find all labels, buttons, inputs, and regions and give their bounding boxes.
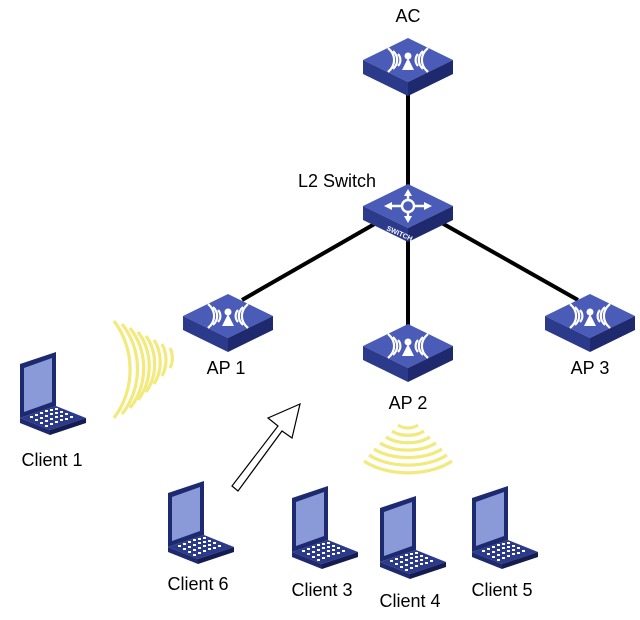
laptop-icon: [380, 496, 446, 579]
roaming-arrow: [231, 402, 301, 492]
switch-device[interactable]: SWITCH L2 Switch: [298, 171, 453, 243]
ap1-device[interactable]: AP 1: [181, 292, 275, 378]
client-4[interactable]: Client 4: [379, 496, 446, 611]
access-point-icon: [543, 292, 637, 354]
laptop-icon: [292, 486, 358, 569]
laptop-icon: [20, 352, 86, 435]
switch-label: L2 Switch: [298, 171, 376, 191]
client-6[interactable]: Client 6: [167, 481, 234, 594]
client-3[interactable]: Client 3: [291, 486, 358, 600]
client-label: Client 5: [471, 580, 532, 600]
access-point-icon: [181, 292, 275, 354]
client-1[interactable]: Client 1: [20, 352, 86, 470]
client-5[interactable]: Client 5: [471, 486, 538, 600]
wireless-controller-icon: [361, 36, 455, 98]
ap1-label: AP 1: [207, 358, 246, 378]
client-label: Client 3: [291, 580, 352, 600]
laptop-icon: [472, 486, 538, 569]
link-switch-ap3: [439, 220, 579, 302]
client-label: Client 6: [167, 574, 228, 594]
ap3-label: AP 3: [571, 358, 610, 378]
link-switch-ap1: [241, 220, 379, 302]
client-label: Client 4: [379, 591, 440, 611]
ap2-device[interactable]: AP 2: [361, 322, 455, 413]
ac-device[interactable]: AC: [361, 6, 455, 98]
ac-label: AC: [395, 6, 420, 26]
ap2-label: AP 2: [389, 393, 428, 413]
access-point-icon: [361, 322, 455, 384]
ap2-signal-waves: [363, 423, 453, 475]
switch-icon: SWITCH: [363, 184, 453, 243]
ap1-signal-waves: [112, 320, 174, 419]
ap3-device[interactable]: AP 3: [543, 292, 637, 378]
client-label: Client 1: [21, 450, 82, 470]
network-links: [241, 82, 579, 330]
laptop-icon: [168, 481, 234, 564]
